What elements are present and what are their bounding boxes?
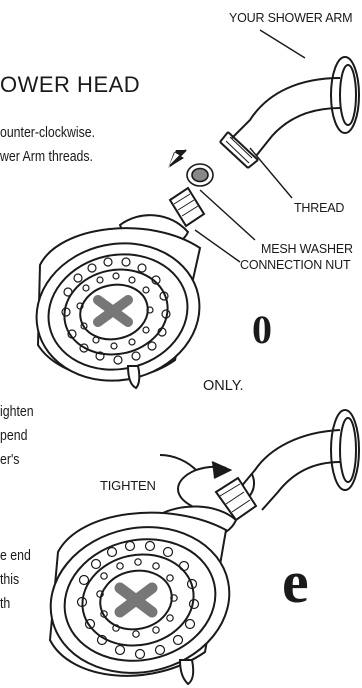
side-text-only: ONLY.	[203, 378, 244, 394]
mesh-washer	[187, 164, 213, 186]
label-shower-arm: YOUR SHOWER ARM	[229, 11, 352, 25]
label-tighten: TIGHTEN	[100, 478, 156, 493]
side-text-line-5: this	[0, 572, 19, 588]
instruction-line-1: ounter-clockwise.	[0, 124, 95, 141]
side-text-line-2: pend	[0, 428, 27, 444]
shower-head-bottom	[37, 478, 256, 688]
shower-arm-top	[220, 57, 359, 168]
label-thread: THREAD	[294, 201, 344, 215]
label-mesh-washer: MESH WASHER	[261, 242, 353, 256]
label-connection-nut: CONNECTION NUT	[240, 258, 350, 272]
shower-arm-bottom	[240, 410, 359, 510]
side-text-line-6: th	[0, 596, 10, 612]
step-number-2: e	[282, 548, 309, 617]
step-number-1: 0	[252, 306, 272, 353]
side-text-line-3: er's	[0, 452, 19, 468]
direction-arrow	[168, 150, 186, 168]
instruction-line-2: wer Arm threads.	[0, 148, 93, 165]
side-text-line-1: ighten	[0, 404, 34, 420]
tighten-pointer	[160, 455, 196, 470]
page-heading: OWER HEAD	[0, 72, 140, 98]
side-text-line-4: e end	[0, 548, 31, 564]
